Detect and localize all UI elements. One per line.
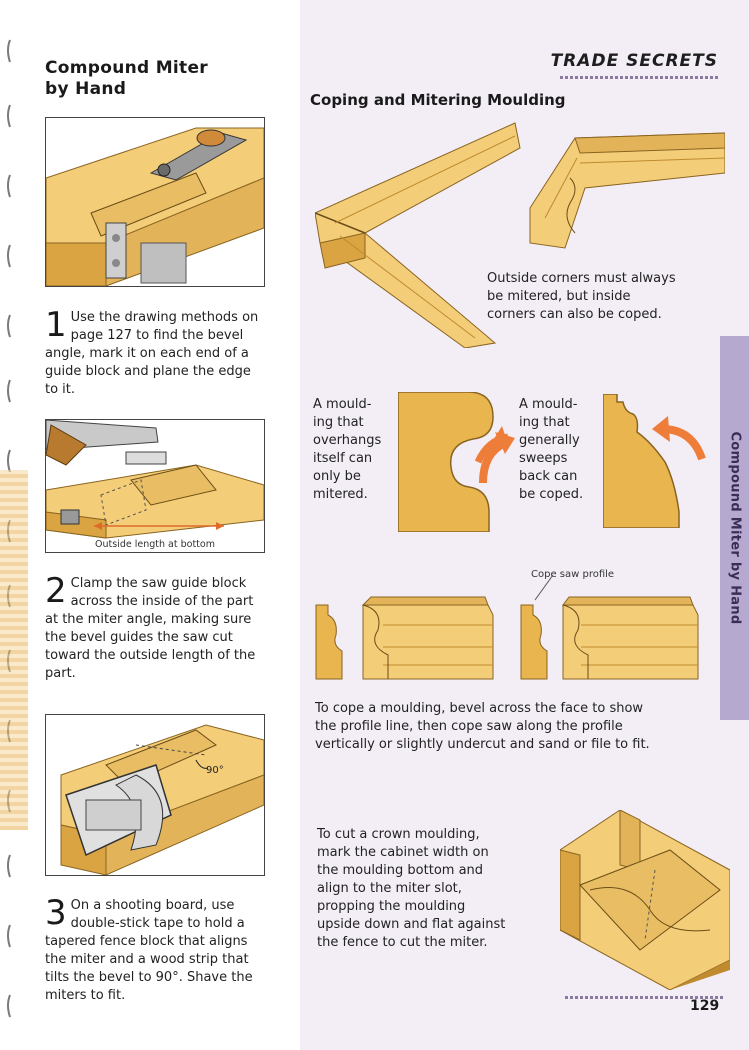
- caption-corners: Outside corners must always be mitered, …: [487, 271, 676, 322]
- fig2-label: Outside length at bottom: [95, 539, 215, 550]
- step-text: Use the drawing methods on page 127 to f…: [45, 310, 259, 397]
- cope-saw-profile-illustration: [315, 575, 699, 680]
- corner-joints-illustration: [315, 122, 725, 348]
- section-heading: Coping and Mitering Moulding: [310, 91, 566, 109]
- section-rule: [560, 76, 720, 79]
- shooting-board-illustration: 90°: [60, 724, 264, 875]
- spiral-edge-stain: [0, 470, 28, 830]
- chapter-side-tab: Compound Miter by Hand: [720, 336, 749, 720]
- page-title: Compound Miter by Hand: [45, 58, 208, 99]
- crown-moulding-miter-box-illustration: [560, 810, 730, 990]
- sweep-arrow: [652, 416, 706, 461]
- step-number: 3: [45, 893, 67, 933]
- figure-plane-guide-block: [45, 117, 265, 287]
- caption-crown: To cut a crown moulding, mark the cabine…: [317, 827, 506, 950]
- step-1: 1 Use the drawing methods on page 127 to…: [45, 305, 265, 399]
- saw-guide-illustration: Outside length at bottom: [46, 420, 264, 550]
- page-number: 129: [690, 998, 720, 1014]
- step-number: 1: [45, 305, 67, 345]
- caption-sweep: A mould- ing that generally sweeps back …: [519, 397, 584, 502]
- figure-shooting-board: 90°: [45, 714, 265, 876]
- overhang-arrow: [479, 432, 515, 484]
- plane-illustration: [46, 127, 264, 286]
- step-text: Clamp the saw guide block across the ins…: [45, 576, 256, 681]
- figure-saw-guide: Outside length at bottom: [45, 419, 265, 553]
- section-label: TRADE SECRETS: [550, 51, 718, 71]
- step-text: On a shooting board, use double-stick ta…: [45, 898, 253, 1003]
- step-2: 2 Clamp the saw guide block across the i…: [45, 571, 265, 683]
- cope-profile-label: Cope saw profile: [531, 569, 615, 580]
- footer-rule: [565, 996, 725, 999]
- caption-overhang: A mould- ing that overhangs itself can o…: [313, 397, 382, 502]
- step-3: 3 On a shooting board, use double-stick …: [45, 893, 265, 1005]
- chapter-side-tab-label: Compound Miter by Hand: [727, 431, 742, 625]
- fig3-angle-label: 90°: [206, 765, 224, 776]
- sweep-moulding-profile: [603, 394, 680, 528]
- step-number: 2: [45, 571, 67, 611]
- caption-cope: To cope a moulding, bevel across the fac…: [315, 701, 650, 752]
